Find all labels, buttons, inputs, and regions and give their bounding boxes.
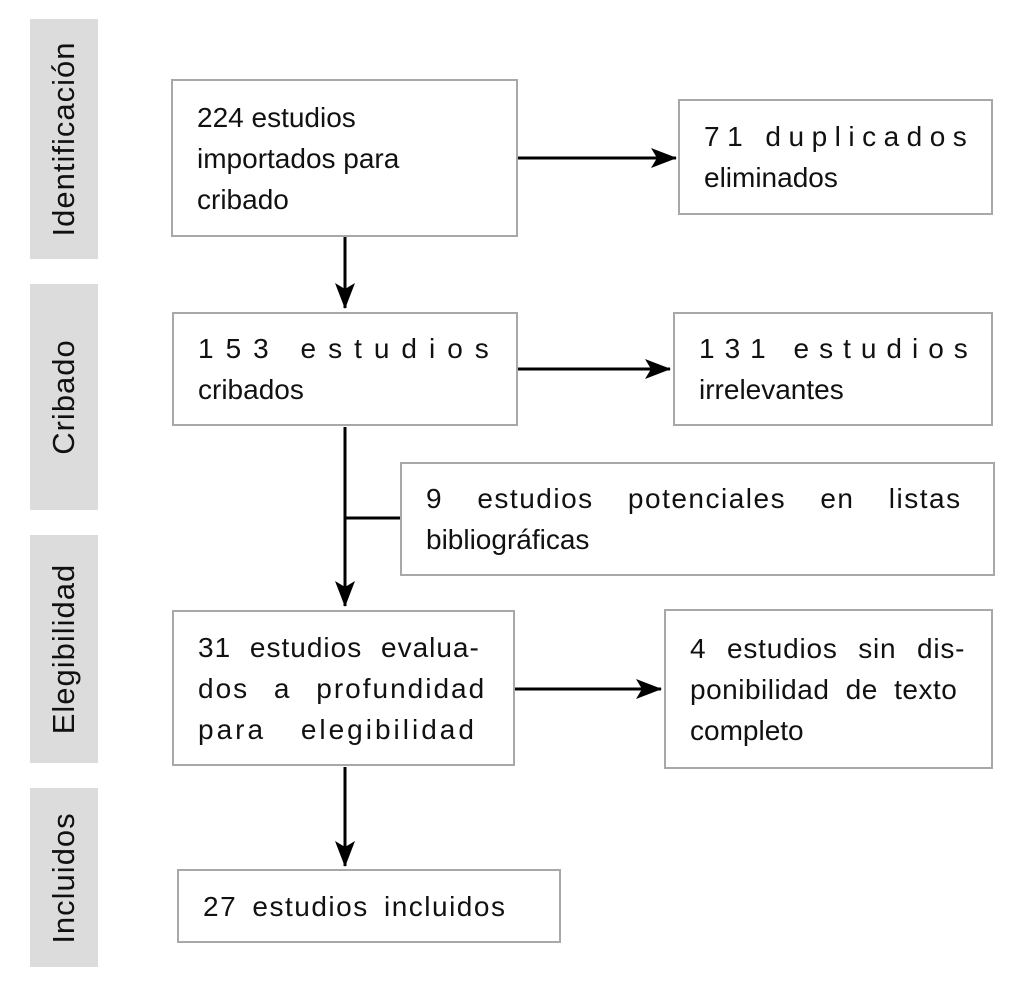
stage-elegibilidad-label: Elegibilidad bbox=[46, 563, 81, 735]
stage-incluidos: Incluidos bbox=[30, 788, 98, 967]
box-line: 27 estudios incluidos bbox=[203, 890, 507, 922]
stage-identificacion: Identificación bbox=[30, 19, 98, 259]
box-line: importados para bbox=[197, 142, 400, 174]
box-line: 9 estudios potenciales en listas bbox=[426, 483, 962, 514]
box-included: 27 estudios incluidos bbox=[177, 869, 561, 943]
box-line: 224 estudios bbox=[197, 101, 356, 133]
box-screened: 153 estudios cribados bbox=[172, 312, 518, 426]
box-line: ponibilidad de texto bbox=[690, 673, 958, 705]
stage-incluidos-label: Incluidos bbox=[46, 811, 81, 944]
box-line: 31 estudios evalua- bbox=[198, 631, 480, 663]
box-reference-lists: 9 estudios potenciales en listas bibliog… bbox=[400, 462, 995, 576]
box-line: cribados bbox=[198, 374, 304, 405]
box-duplicates-removed: 71 duplicados eliminados bbox=[678, 99, 993, 215]
box-no-fulltext: 4 estudios sin dis- ponibilidad de texto… bbox=[664, 609, 993, 769]
stage-cribado-label: Cribado bbox=[46, 339, 81, 455]
box-line: eliminados bbox=[704, 162, 838, 193]
stage-elegibilidad: Elegibilidad bbox=[30, 535, 98, 763]
box-imported: 224 estudios importados para cribado bbox=[171, 79, 518, 237]
box-line: irrelevantes bbox=[699, 374, 844, 405]
box-line: para elegibilidad bbox=[198, 713, 477, 745]
stage-identificacion-label: Identificación bbox=[46, 41, 81, 237]
box-line: cribado bbox=[197, 183, 289, 215]
box-line: bibliográficas bbox=[426, 524, 590, 555]
box-line: 153 estudios bbox=[198, 333, 501, 364]
box-line: 4 estudios sin dis- bbox=[690, 632, 966, 664]
box-irrelevant: 131 estudios irrelevantes bbox=[673, 312, 993, 426]
box-assessed: 31 estudios evalua- dos a profundidad pa… bbox=[172, 610, 515, 766]
box-line: 131 estudios bbox=[699, 333, 978, 364]
box-line: dos a profundidad bbox=[198, 672, 487, 704]
stage-cribado: Cribado bbox=[30, 284, 98, 510]
box-line: completo bbox=[690, 714, 804, 746]
box-line: 71 duplicados bbox=[704, 121, 975, 152]
